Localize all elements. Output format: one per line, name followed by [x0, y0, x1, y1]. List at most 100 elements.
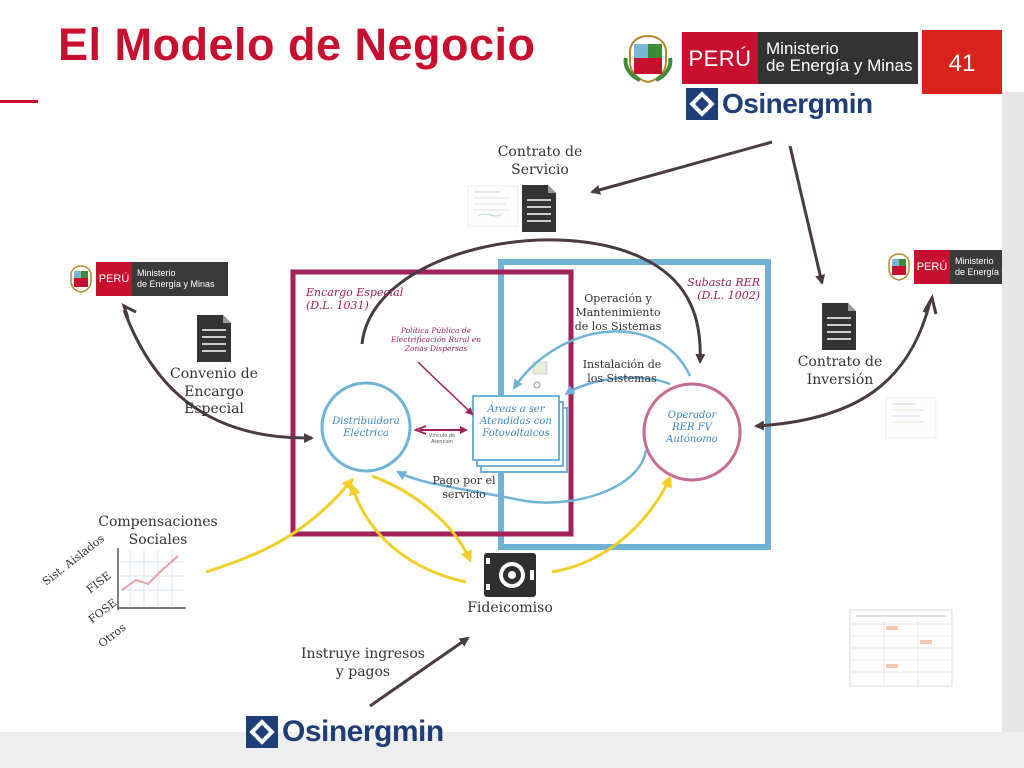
- label-line: Autónomo: [666, 434, 718, 445]
- label-line: Eléctrica: [343, 428, 389, 439]
- label-line: Encargo: [184, 383, 244, 400]
- minem-header-logo: PERÚ Ministerio de Energía y Minas: [622, 32, 922, 86]
- ministry-line-2: de Energía y Minas: [137, 279, 215, 289]
- label-line: (D.L. 1002): [697, 289, 760, 303]
- osinergmin-icon: [246, 716, 278, 748]
- label-line: Instruye ingresos: [301, 646, 425, 662]
- label-line: RER FV: [672, 422, 712, 433]
- politica-label: Política Pública de Electrificación Rura…: [384, 326, 488, 353]
- distribuidora-circle: [320, 381, 412, 473]
- arrow-osinergmin-to-contrato-inversion: [788, 145, 826, 285]
- arrow-convenio-bidirectional: [122, 309, 314, 444]
- ministry-line-1: Ministerio: [137, 268, 176, 278]
- arrow-head-minem-left: [121, 303, 137, 319]
- coat-of-arms-icon: [623, 34, 673, 84]
- label-line: Instalación de: [582, 358, 662, 371]
- label-line: Encargo Especial: [306, 286, 404, 299]
- label-line: Pago por el: [432, 474, 496, 487]
- page-title: El Modelo de Negocio: [58, 19, 536, 70]
- document-icon-convenio: [197, 315, 231, 362]
- convenio-label: Convenio de Encargo Especial: [156, 366, 272, 419]
- label-line: Distribuidora: [332, 416, 400, 427]
- slide-number-badge: 41: [922, 30, 1002, 94]
- peru-badge: PERÚ: [96, 262, 132, 296]
- table-thumbnail: [849, 609, 953, 687]
- instalacion-label: Instalación de los Sistemas: [578, 358, 666, 386]
- label-line: Operador: [667, 410, 717, 421]
- minem-logo-right: PERÚ Ministerio de Energía y Minas: [886, 250, 1002, 284]
- compensaciones-label: Compensaciones Sociales: [94, 514, 222, 549]
- arrow-instruye: [369, 636, 470, 708]
- areas-label: Áreas a ser Atendidas con Fotovoltaicos: [473, 404, 559, 440]
- osinergmin-icon: [686, 88, 718, 120]
- pago-label: Pago por el servicio: [424, 474, 504, 502]
- label-line: Servicio: [511, 161, 569, 178]
- label-line: Electrificación Rural en: [390, 335, 482, 344]
- peru-label: PERÚ: [688, 46, 752, 71]
- arrow-compensaciones-to-distribuidora: [205, 477, 354, 574]
- label-line: Contrato de: [497, 144, 583, 160]
- safe-icon: [484, 553, 536, 597]
- slide-number: 41: [948, 50, 976, 77]
- label-line: de los Sistemas: [574, 319, 662, 333]
- ministry-badge: Ministerio de Energía y Minas: [132, 262, 228, 296]
- label-line: servicio: [442, 487, 486, 501]
- arrow-head-minem-right: [922, 294, 938, 315]
- arrow-inversion-bidirectional: [754, 301, 932, 431]
- label-line: Atendidas con: [480, 416, 552, 427]
- areas-stack: [472, 395, 568, 473]
- encargo-especial-label: Encargo Especial (D.L. 1031): [306, 286, 403, 312]
- contrato-inversion-label: Contrato de Inversión: [786, 354, 894, 389]
- fideicomiso-label: Fideicomiso: [467, 600, 553, 616]
- peru-badge: PERÚ: [914, 250, 950, 284]
- label-line: Contrato de: [797, 354, 883, 370]
- label-line: Atención: [431, 438, 453, 445]
- contrato-servicio-label: Contrato de Servicio: [486, 144, 594, 179]
- label-line: Especial: [184, 401, 244, 417]
- subasta-rer-label: Subasta RER (D.L. 1002): [674, 276, 760, 302]
- house-icon: [532, 361, 548, 389]
- ministry-label: Ministerio de Energía y Minas: [766, 40, 912, 74]
- arrow-politica: [417, 361, 474, 416]
- vinculo-label: Vínculo de Atención: [420, 433, 464, 445]
- label-line: Convenio de: [170, 366, 258, 382]
- peru-badge: PERÚ: [682, 32, 758, 84]
- operador-circle: [642, 382, 742, 482]
- label-line: los Sistemas: [587, 371, 657, 385]
- arrow-fideicomiso-to-operador: [551, 475, 672, 574]
- osinergmin-wordmark: Osinergmin: [722, 88, 873, 119]
- ministry-line-1: Ministerio: [766, 39, 839, 58]
- label-line: (D.L. 1031): [306, 299, 369, 313]
- minem-logo-left: PERÚ Ministerio de Energía y Minas: [68, 262, 228, 296]
- arrow-operacion: [512, 330, 692, 390]
- label-line: Compensaciones: [98, 514, 218, 530]
- ministry-badge: Ministerio de Energía y Minas: [758, 32, 918, 84]
- arrow-distribuidora-to-fideicomiso: [371, 474, 472, 563]
- label-line: Política Pública de: [400, 326, 472, 335]
- operador-label: Operador RER FV Autónomo: [652, 410, 732, 446]
- compensaciones-chart: [117, 548, 186, 610]
- ministry-line-2: de Energía y Minas: [955, 267, 1002, 277]
- arrow-fideicomiso-to-distribuidora: [349, 483, 467, 584]
- ministry-badge: Ministerio de Energía y Minas: [950, 250, 1002, 284]
- coat-of-arms-icon: [888, 253, 910, 281]
- label-line: Sociales: [128, 531, 188, 548]
- label-line: Áreas a ser: [487, 404, 545, 415]
- arrow-instalacion: [564, 376, 671, 396]
- title-underline: [0, 100, 38, 103]
- label-line: Mantenimiento: [575, 305, 661, 319]
- label-line: Subasta RER: [687, 276, 760, 289]
- bottom-band: [0, 732, 1024, 768]
- arrow-pago: [396, 449, 648, 504]
- osinergmin-wordmark: Osinergmin: [282, 715, 444, 748]
- arrow-osinergmin-to-contrato-servicio: [590, 140, 773, 195]
- document-icon-contrato-servicio: [522, 185, 556, 232]
- label-line: Operación y: [584, 292, 652, 305]
- coat-of-arms-icon: [70, 265, 92, 293]
- label-line: Vínculo de: [428, 433, 456, 439]
- document-icon-contrato-inversion: [822, 303, 856, 350]
- encargo-especial-box: [290, 269, 574, 537]
- right-stripe: [1002, 92, 1024, 768]
